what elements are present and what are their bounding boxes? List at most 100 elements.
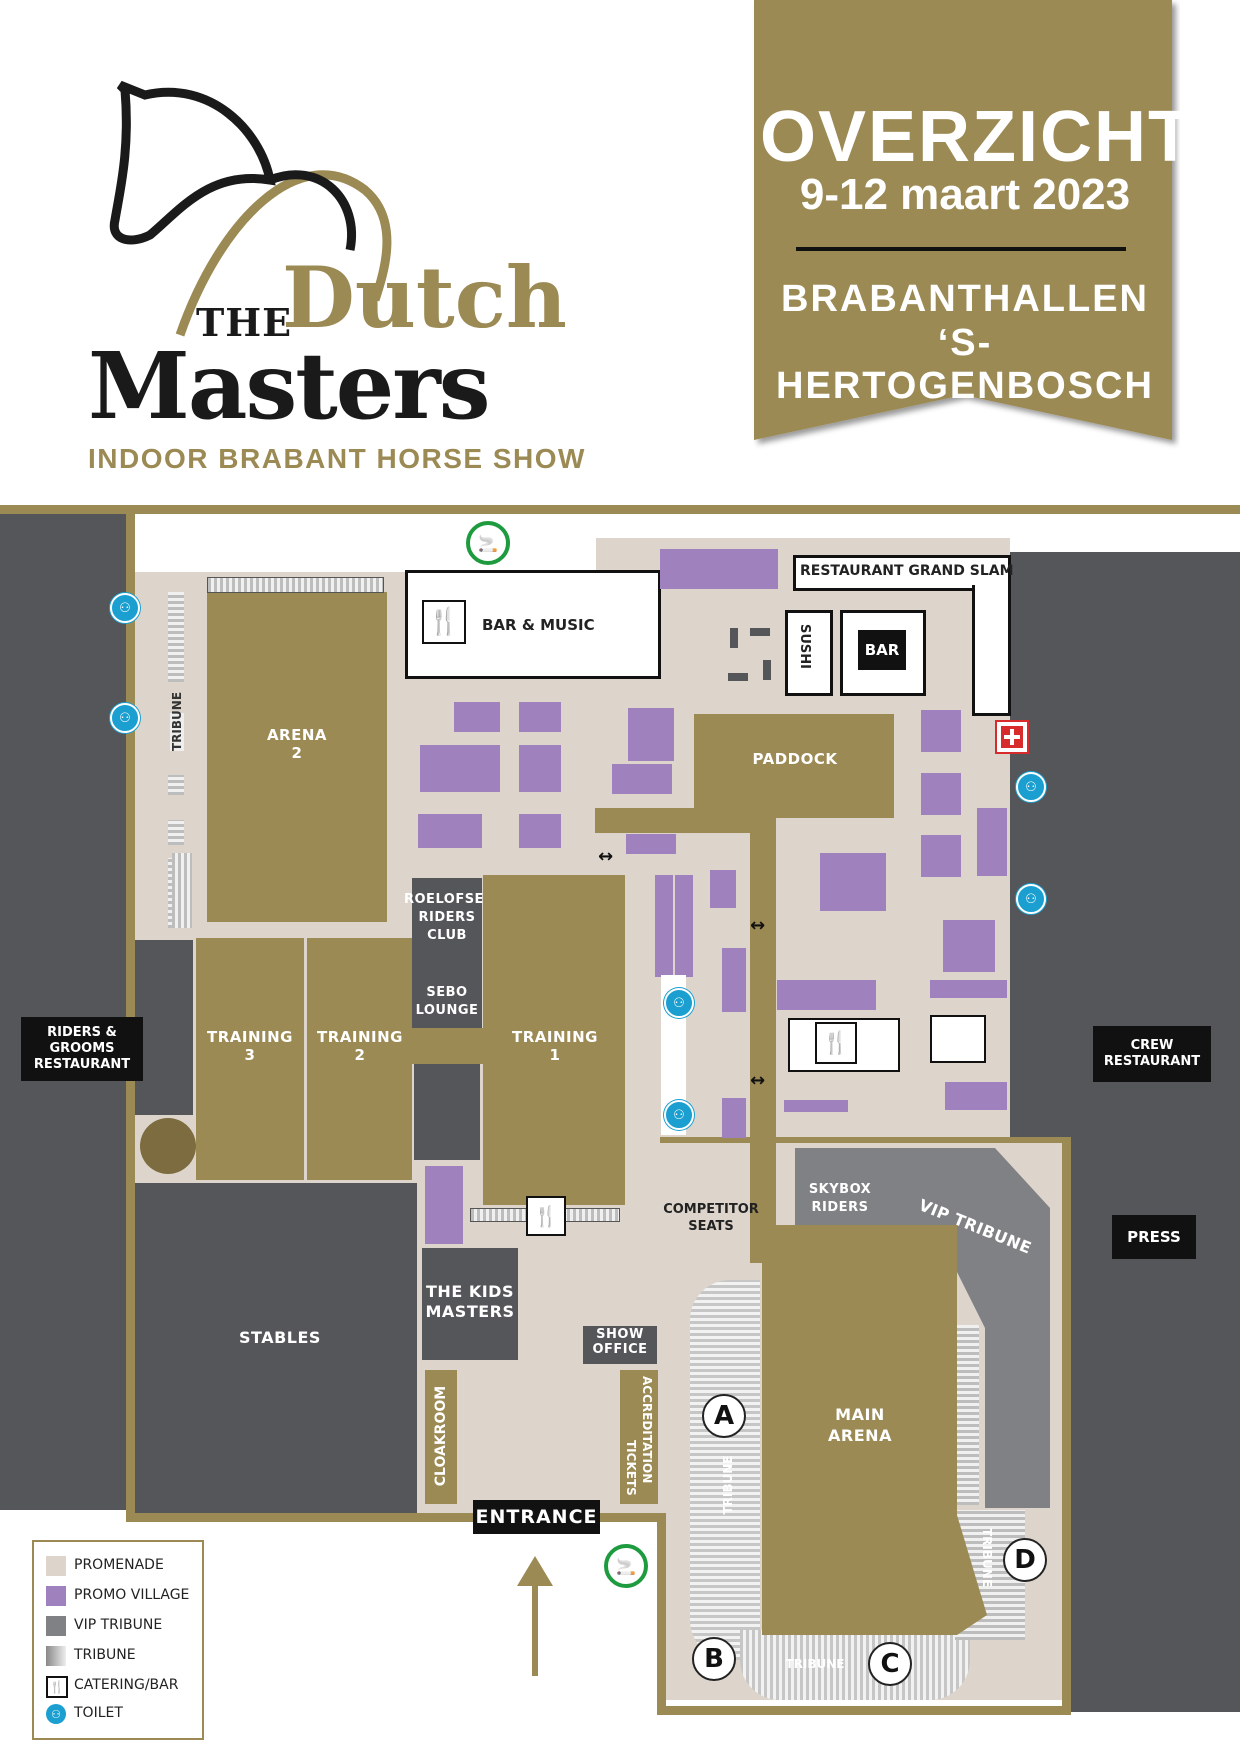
tribune-a-marker: A [702, 1394, 746, 1438]
logo-tagline: INDOOR BRABANT HORSE SHOW [88, 443, 586, 474]
toilet-icon: ⚇ [110, 593, 140, 623]
legend-label-promo: PROMO VILLAGE [74, 1587, 190, 1603]
bar-label: BAR [858, 630, 906, 670]
passage-arrow-2: ↔ [750, 915, 766, 936]
vip-swatch [46, 1616, 66, 1636]
paddock [694, 714, 894, 818]
table-3 [728, 673, 748, 681]
no-smoking-icon-bottom: 🚬 [604, 1544, 648, 1588]
tribune-left-seats-3 [168, 820, 184, 845]
promo-swatch [46, 1586, 66, 1606]
promo-3 [420, 745, 500, 792]
sushi-label: SUSHI [797, 624, 812, 669]
bottom-border-left [126, 1513, 666, 1522]
press: PRESS [1112, 1215, 1196, 1259]
arena-2-label-2: 2 [291, 744, 303, 762]
main-arena-label-2: ARENA [828, 1426, 892, 1445]
catering-table-small [930, 1015, 986, 1063]
legend: PROMENADE PROMO VILLAGE VIP TRIBUNE TRIB… [32, 1540, 204, 1740]
dark-room [414, 1064, 480, 1160]
kids-label-2: MASTERS [425, 1302, 515, 1321]
promo-5 [418, 814, 482, 848]
skybox-label-2: RIDERS [811, 1200, 869, 1215]
promo-16 [921, 773, 961, 815]
arena-2-seats [207, 577, 384, 593]
promo-1 [454, 702, 500, 732]
banner-divider [796, 247, 1126, 251]
promo-14 [722, 1098, 746, 1138]
left-dark-lower [135, 940, 193, 1115]
tickets-label: TICKETS [624, 1440, 638, 1496]
banner-venue-2: ‘S-HERTOGENBOSCH [776, 322, 1154, 407]
paddock-corridor [750, 818, 776, 1263]
crew-label-2: RESTAURANT [1103, 1054, 1201, 1069]
competitor-seats-label-2: SEATS [688, 1219, 734, 1234]
table-2 [750, 628, 770, 636]
banner-shape [754, 0, 1172, 440]
arena-2 [207, 592, 387, 922]
accreditation-label: ACCREDITATION [640, 1376, 654, 1484]
logo-dutch: Dutch [282, 248, 567, 347]
riders-grooms-label-3: RESTAURANT [33, 1057, 131, 1072]
sushi-counter [785, 610, 833, 696]
tribune-left-label: TRIBUNE [170, 691, 184, 751]
entrance-arrow-icon [517, 1556, 553, 1676]
training-1-label-2: 1 [549, 1046, 561, 1064]
tribune-left-seats-1 [168, 592, 184, 682]
tribune-c-label: TRIBUNE [785, 1657, 845, 1671]
legend-label-vip: VIP TRIBUNE [74, 1617, 163, 1633]
logo-masters: Masters [88, 332, 491, 440]
entrance-label: ENTRANCE [473, 1500, 600, 1534]
toilet-icon: ⚇ [664, 988, 694, 1018]
logo-the: THE [196, 300, 293, 345]
toilet-icon: ⚇ [1016, 884, 1046, 914]
stables-label: STABLES [239, 1328, 321, 1347]
tribune-c-marker: C [868, 1642, 912, 1686]
training-1 [483, 875, 625, 1205]
roelofsen-label-1: ROELOFSEN [404, 892, 496, 907]
promo-24 [784, 1100, 848, 1112]
kids-label-1: THE KIDS [426, 1282, 514, 1301]
banner-dates: 9-12 maart 2023 [799, 170, 1131, 219]
table-1 [730, 628, 738, 648]
promo-13 [722, 948, 746, 1012]
toilet-icon: ⚇ [110, 703, 140, 733]
bar-music-label: BAR & MUSIC [482, 616, 595, 634]
round-pen [140, 1118, 196, 1174]
promo-8 [612, 764, 672, 794]
legend-label-catering: CATERING/BAR [74, 1677, 179, 1693]
passage-arrow-1: ↔ [598, 846, 614, 867]
promo-10 [655, 875, 673, 977]
main-arena-label-1: MAIN [835, 1405, 885, 1424]
promo-25 [425, 1166, 463, 1244]
training-3-label-2: 3 [244, 1046, 256, 1064]
cloakroom-label: CLOAKROOM [433, 1385, 449, 1487]
training-3 [196, 938, 304, 1180]
tribune-a-seats [690, 1280, 760, 1660]
promo-22 [777, 980, 876, 1010]
banner-venue-1: BRABANTHALLEN [781, 278, 1149, 320]
promo-6 [519, 814, 561, 848]
tribune-d-marker: D [1003, 1538, 1047, 1582]
crew-label-1: CREW [1130, 1038, 1174, 1053]
roelofsen-label-2: RIDERS [418, 910, 476, 925]
sebo-label-1: SEBO [426, 985, 468, 1000]
stables [135, 1183, 417, 1513]
promenade-swatch [46, 1556, 66, 1576]
horse-logo-icon [109, 80, 392, 337]
restaurant-grand-slam-label: RESTAURANT GRAND SLAM [800, 563, 1014, 579]
right-border-top [660, 1137, 1070, 1143]
training-1-label-1: TRAINING [512, 1028, 598, 1046]
legend-label-tribune: TRIBUNE [74, 1647, 136, 1663]
tribune-swatch [46, 1646, 66, 1666]
promo-7 [628, 708, 674, 761]
show-office-label-1: SHOW [596, 1327, 644, 1342]
promo-9 [626, 834, 676, 854]
roelofsen-label-3: CLUB [427, 928, 467, 943]
training-catering-icon: 🍴 [526, 1196, 566, 1236]
promo-20 [943, 920, 995, 972]
riders-grooms-label-1: RIDERS & [47, 1025, 117, 1040]
promo-15 [921, 710, 961, 752]
training-2 [307, 938, 412, 1180]
tribune-d-label: TRIBUNE [980, 1528, 994, 1588]
